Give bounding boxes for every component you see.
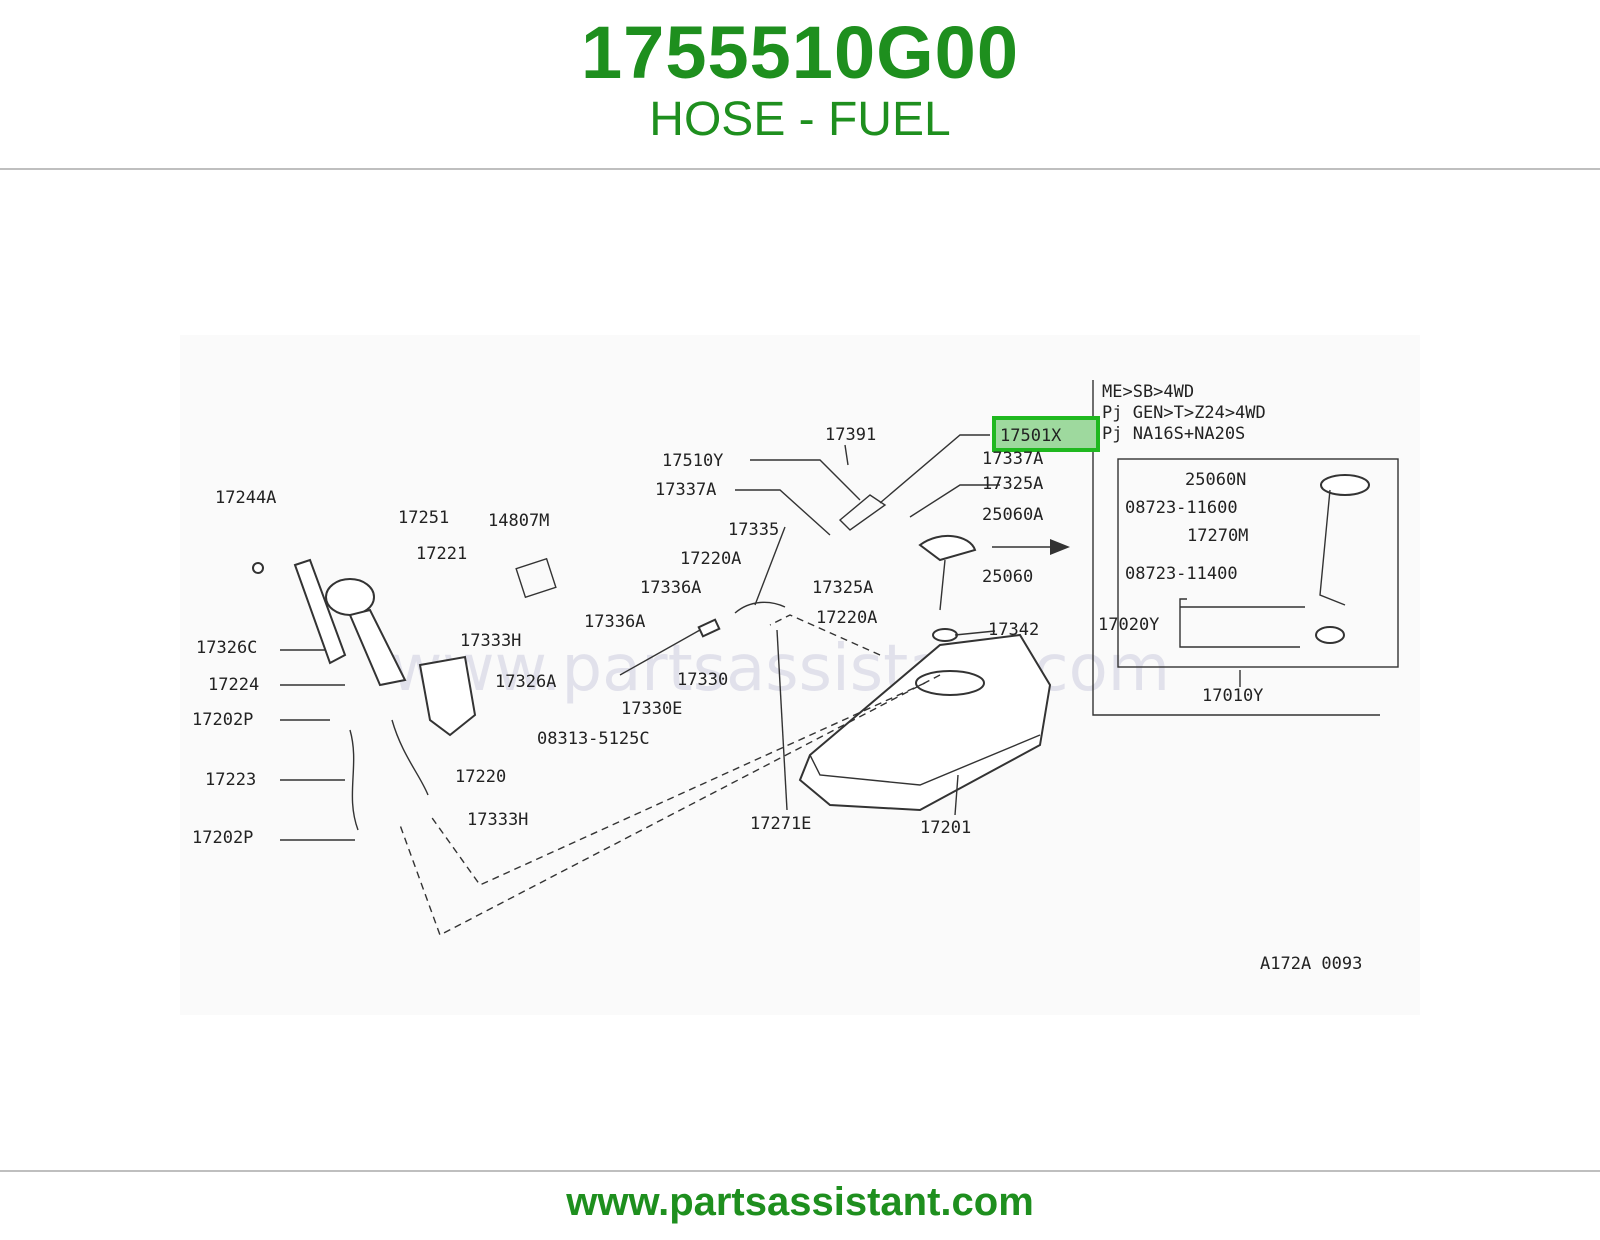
breather-hose — [349, 729, 359, 831]
label-25060: 25060 — [982, 567, 1033, 587]
leader-17325A — [909, 484, 1000, 518]
label-17510Y: 17510Y — [662, 451, 723, 471]
bolt-icon — [252, 562, 264, 574]
leader-17020Y — [1179, 598, 1300, 648]
filler-bracket — [293, 558, 347, 665]
label-25060N: 25060N — [1185, 470, 1246, 490]
label-17335: 17335 — [728, 520, 779, 540]
label-08313-5125C: 08313-5125C — [537, 729, 650, 749]
leader-17342 — [954, 630, 996, 636]
label-17391: 17391 — [825, 425, 876, 445]
label-17336A-top: 17336A — [640, 578, 701, 598]
fuel-tank-edge — [809, 734, 1041, 786]
filler-cap — [325, 578, 375, 616]
label-17336A-left: 17336A — [584, 612, 645, 632]
label-25060A: 25060A — [982, 505, 1043, 525]
leader-17201 — [954, 774, 959, 816]
variant-note-line-1: ME>SB>4WD — [1102, 382, 1194, 402]
routing-dashed-line-1 — [429, 682, 926, 886]
fuel-pump-stem — [939, 559, 946, 611]
label-17202P-bottom: 17202P — [192, 828, 253, 848]
label-08723-11400: 08723-11400 — [1125, 564, 1238, 584]
label-17333H-bottom: 17333H — [467, 810, 528, 830]
part-name-subtitle: HOSE - FUEL — [649, 93, 951, 146]
leader-17335 — [754, 526, 786, 606]
label-17330: 17330 — [677, 670, 728, 690]
highlighted-part-label[interactable]: 17501X — [1000, 426, 1062, 446]
label-17270M: 17270M — [1187, 526, 1248, 546]
page-header: 1755510G00 HOSE - FUEL — [0, 0, 1600, 170]
label-17202P-top: 17202P — [192, 710, 253, 730]
label-17220: 17220 — [455, 767, 506, 787]
leader-17337A — [735, 489, 831, 536]
inset-bracket-line — [1092, 380, 1380, 716]
diagram-code: A172A 0093 — [1260, 954, 1362, 974]
label-17271E: 17271E — [750, 814, 811, 834]
label-14807M: 14807M — [488, 511, 549, 531]
label-17326A: 17326A — [495, 672, 556, 692]
leader-17510Y — [750, 459, 861, 501]
label-17224: 17224 — [208, 675, 259, 695]
label-17223: 17223 — [205, 770, 256, 790]
fuel-tank-body — [798, 633, 1052, 812]
highlighted-part-box[interactable] — [992, 416, 1100, 452]
inset-pump-flange — [1320, 474, 1370, 496]
label-17220A-top: 17220A — [680, 549, 741, 569]
vent-hose — [838, 494, 887, 531]
filler-tube — [348, 608, 407, 687]
filler-hose — [391, 719, 429, 796]
fuel-tank-opening — [915, 670, 985, 696]
routing-dashed-line-2 — [769, 614, 881, 656]
filler-shield — [418, 655, 477, 737]
header-divider — [0, 168, 1600, 170]
label-17342: 17342 — [988, 620, 1039, 640]
leader-17501X — [879, 434, 990, 504]
label-17201: 17201 — [920, 818, 971, 838]
label-17244A: 17244A — [215, 488, 276, 508]
label-08723-11600: 08723-11600 — [1125, 498, 1238, 518]
variant-note-line-2: Pj GEN>T>Z24>4WD — [1102, 403, 1266, 423]
label-17337A-left: 17337A — [655, 480, 716, 500]
label-17221: 17221 — [416, 544, 467, 564]
inset-box — [1117, 458, 1399, 668]
footer-website-link[interactable]: www.partsassistant.com — [566, 1180, 1034, 1224]
label-17325A-top: 17325A — [982, 474, 1043, 494]
part-number-title: 1755510G00 — [581, 11, 1019, 94]
parts-diagram: www.partsassistant.com ME>SB>4WD Pj GEN>… — [180, 335, 1420, 1015]
fuel-pump-flange — [918, 534, 977, 562]
label-17333H-top: 17333H — [460, 631, 521, 651]
label-17325A-bottom: 17325A — [812, 578, 873, 598]
footer-divider — [0, 1170, 1600, 1172]
label-17010Y: 17010Y — [1202, 686, 1263, 706]
label-17337A-right: 17337A — [982, 449, 1043, 469]
label-17330E: 17330E — [621, 699, 682, 719]
leader-17391 — [844, 444, 849, 466]
label-17326C: 17326C — [196, 638, 257, 658]
evap-tube — [619, 629, 701, 676]
inset-arrow-head — [1050, 539, 1070, 555]
inset-pump-tube — [1319, 489, 1346, 606]
leader-17271E — [776, 629, 788, 811]
evap-hose-upper — [734, 601, 786, 614]
evap-connector — [697, 618, 721, 638]
inset-strainer — [1315, 626, 1345, 644]
label-plate — [515, 557, 557, 599]
label-17251: 17251 — [398, 508, 449, 528]
label-17020Y: 17020Y — [1098, 615, 1159, 635]
variant-note-line-3: Pj NA16S+NA20S — [1102, 424, 1245, 444]
parts-diagram-svg: www.partsassistant.com ME>SB>4WD Pj GEN>… — [192, 380, 1399, 974]
tank-gasket — [932, 628, 958, 642]
label-17220A-bottom: 17220A — [816, 608, 877, 628]
routing-dashed-line-3 — [399, 674, 941, 936]
